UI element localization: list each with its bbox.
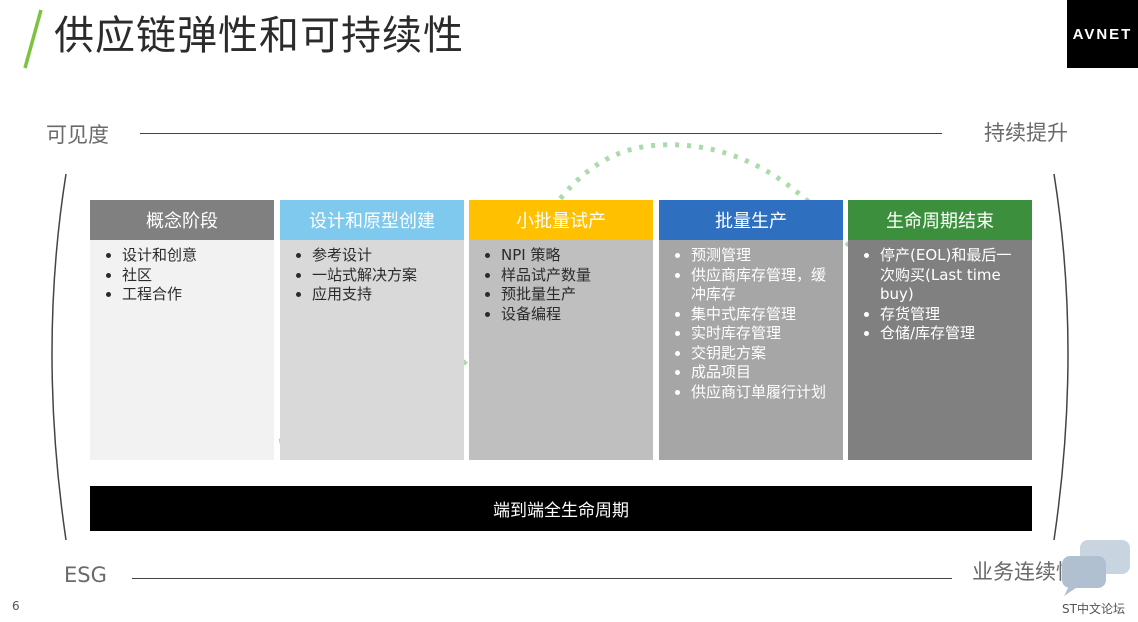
list-item: 存货管理	[880, 305, 1024, 325]
column-body: 设计和创意社区工程合作	[90, 240, 274, 460]
avnet-logo: AVNET	[1067, 0, 1138, 68]
lifecycle-column: 小批量试产 NPI 策略样品试产数量预批量生产设备编程	[469, 200, 653, 460]
column-body: NPI 策略样品试产数量预批量生产设备编程	[469, 240, 653, 460]
forum-chat-icon	[1062, 540, 1130, 596]
top-divider-line	[140, 133, 942, 134]
page-number: 6	[12, 599, 20, 613]
list-item: 供应商库存管理，缓冲库存	[691, 266, 835, 305]
column-header: 批量生产	[659, 200, 843, 240]
bottom-divider-line	[132, 578, 952, 579]
list-item: 参考设计	[312, 246, 456, 266]
column-bullet-list: NPI 策略样品试产数量预批量生产设备编程	[481, 246, 645, 324]
column-bullet-list: 预测管理供应商库存管理，缓冲库存集中式库存管理实时库存管理交钥匙方案成品项目供应…	[671, 246, 835, 402]
label-visibility: 可见度	[46, 123, 109, 147]
list-item: 集中式库存管理	[691, 305, 835, 325]
lifecycle-column: 生命周期结束停产(EOL)和最后一次购买(Last time buy)存货管理仓…	[848, 200, 1032, 460]
column-header: 概念阶段	[90, 200, 274, 240]
list-item: 供应商订单履行计划	[691, 383, 835, 403]
list-item: 设备编程	[501, 305, 645, 325]
label-esg: ESG	[64, 563, 107, 587]
list-item: 成品项目	[691, 363, 835, 383]
lifecycle-column: 批量生产预测管理供应商库存管理，缓冲库存集中式库存管理实时库存管理交钥匙方案成品…	[659, 200, 843, 460]
column-body: 预测管理供应商库存管理，缓冲库存集中式库存管理实时库存管理交钥匙方案成品项目供应…	[659, 240, 843, 460]
list-item: 仓储/库存管理	[880, 324, 1024, 344]
end-to-end-lifecycle-bar: 端到端全生命周期	[90, 486, 1032, 531]
lifecycle-column: 设计和原型创建参考设计一站式解决方案应用支持	[280, 200, 464, 460]
label-business-continuity: 业务连续性	[972, 560, 1077, 584]
list-item: NPI 策略	[501, 246, 645, 266]
column-bullet-list: 参考设计一站式解决方案应用支持	[292, 246, 456, 305]
column-header: 生命周期结束	[848, 200, 1032, 240]
column-header: 设计和原型创建	[280, 200, 464, 240]
label-continuous-improvement: 持续提升	[984, 121, 1068, 145]
left-bracket	[51, 173, 67, 541]
title-accent-slash	[23, 9, 43, 69]
list-item: 交钥匙方案	[691, 344, 835, 364]
lifecycle-column: 概念阶段设计和创意社区工程合作	[90, 200, 274, 460]
column-header: 小批量试产	[469, 200, 653, 240]
list-item: 应用支持	[312, 285, 456, 305]
column-bullet-list: 停产(EOL)和最后一次购买(Last time buy)存货管理仓储/库存管理	[860, 246, 1024, 344]
column-body: 参考设计一站式解决方案应用支持	[280, 240, 464, 460]
list-item: 停产(EOL)和最后一次购买(Last time buy)	[880, 246, 1024, 305]
list-item: 样品试产数量	[501, 266, 645, 286]
list-item: 预批量生产	[501, 285, 645, 305]
list-item: 工程合作	[122, 285, 266, 305]
list-item: 一站式解决方案	[312, 266, 456, 286]
right-bracket	[1053, 173, 1069, 541]
list-item: 实时库存管理	[691, 324, 835, 344]
column-body: 停产(EOL)和最后一次购买(Last time buy)存货管理仓储/库存管理	[848, 240, 1032, 460]
list-item: 预测管理	[691, 246, 835, 266]
page-title: 供应链弹性和可持续性	[54, 13, 464, 59]
column-bullet-list: 设计和创意社区工程合作	[102, 246, 266, 305]
watermark-text: ST中文论坛	[1062, 602, 1125, 616]
list-item: 设计和创意	[122, 246, 266, 266]
list-item: 社区	[122, 266, 266, 286]
